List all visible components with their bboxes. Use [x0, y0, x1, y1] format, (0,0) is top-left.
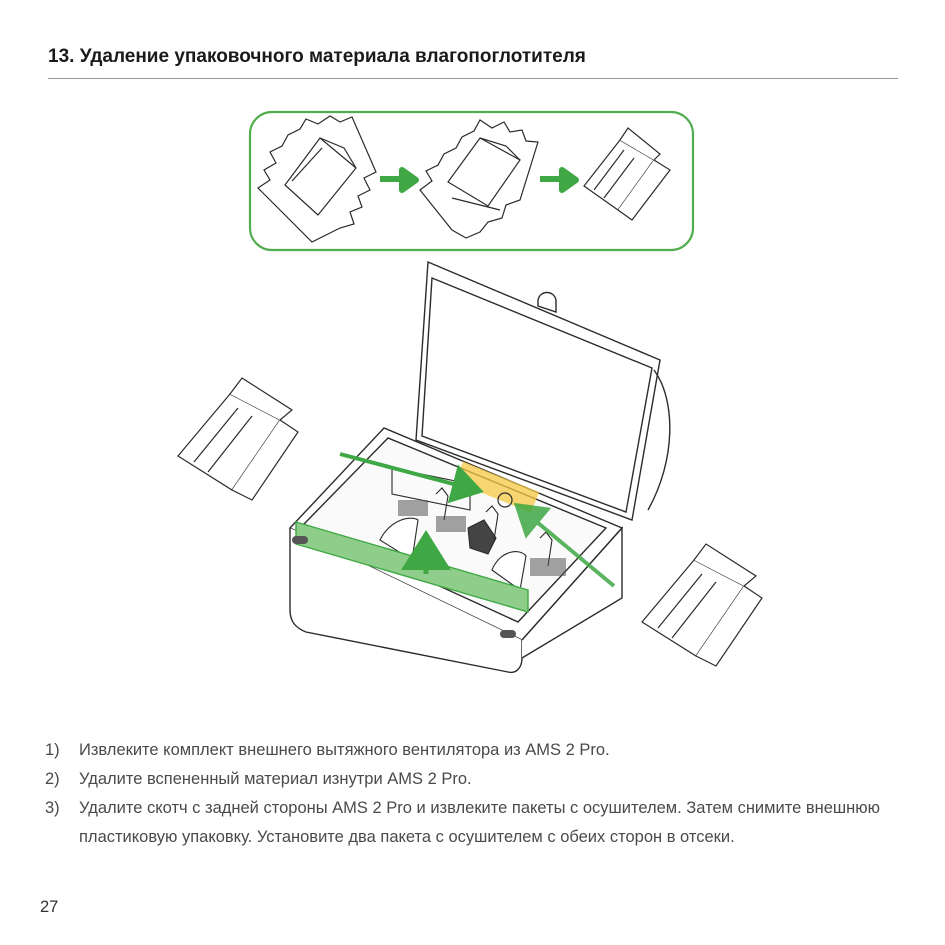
arrow-into-box-icon — [339, 452, 484, 504]
unwrapping-packet-icon — [419, 119, 539, 239]
title-divider — [48, 78, 898, 79]
instruction-step: 3) Удалите скотч с задней стороны AMS 2 … — [45, 794, 905, 852]
page-title: 13. Удаление упаковочного материала влаг… — [48, 46, 586, 67]
step-text: Удалите скотч с задней стороны AMS 2 Pro… — [79, 799, 880, 846]
instruction-step: 1) Извлеките комплект внешнего вытяжного… — [45, 736, 905, 765]
instruction-step: 2) Удалите вспененный материал изнутри A… — [45, 765, 905, 794]
arrow-right-icon — [380, 167, 419, 193]
desiccant-packet-left-icon — [177, 377, 299, 501]
desiccant-packet-right-icon — [641, 543, 763, 667]
step-number: 1) — [45, 741, 60, 759]
step-text: Удалите вспененный материал изнутри AMS … — [79, 770, 472, 788]
desiccant-packet-icon — [583, 127, 671, 221]
wrapped-packet-icon — [257, 115, 377, 243]
step-text: Извлеките комплект внешнего вытяжного ве… — [79, 741, 610, 759]
step-number: 2) — [45, 770, 60, 788]
instruction-list: 1) Извлеките комплект внешнего вытяжного… — [45, 736, 905, 852]
step-number: 3) — [45, 799, 60, 817]
arrow-into-box-icon — [513, 502, 616, 588]
page-number: 27 — [40, 898, 59, 916]
arrow-right-icon — [540, 167, 579, 193]
vent-grille — [398, 500, 566, 576]
ams-lid — [415, 260, 671, 521]
